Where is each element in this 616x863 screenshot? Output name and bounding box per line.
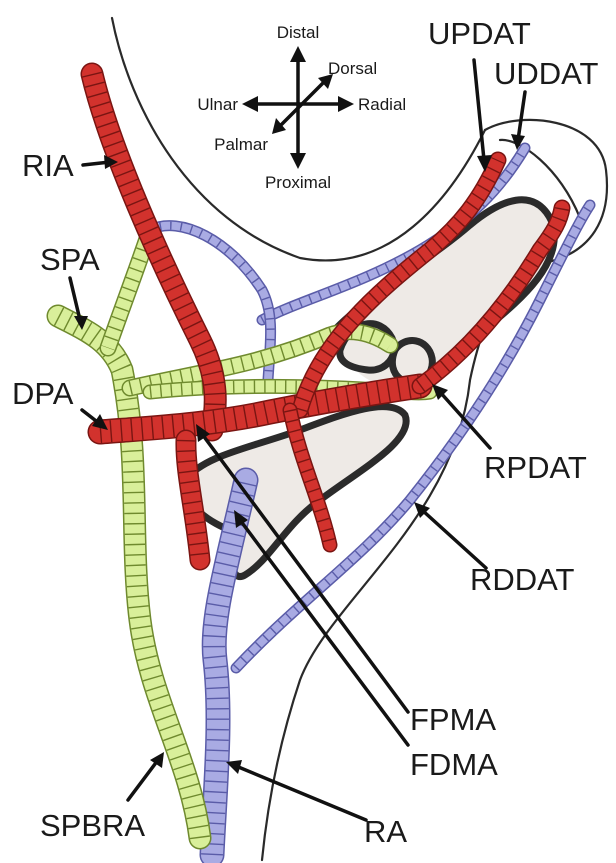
label-fpma: FPMA — [410, 702, 496, 737]
label-ria: RIA — [22, 148, 74, 183]
fdma-vessel — [186, 440, 200, 560]
compass-radial: Radial — [358, 95, 406, 114]
label-rddat: RDDAT — [470, 562, 575, 597]
label-uddat: UDDAT — [494, 56, 599, 91]
label-spbra: SPBRA — [40, 808, 145, 843]
label-rpdat: RPDAT — [484, 450, 587, 485]
proximal-arrow-head-icon — [290, 153, 306, 169]
label-ra: RA — [364, 814, 407, 849]
compass-palmar: Palmar — [214, 135, 268, 154]
compass-distal: Distal — [277, 23, 320, 42]
compass-dorsal: Dorsal — [328, 59, 377, 78]
compass-proximal: Proximal — [265, 173, 331, 192]
label-fdma: FDMA — [410, 747, 498, 782]
ra-pointer — [236, 766, 366, 820]
radial-arrow-head-icon — [338, 96, 354, 112]
uddat-pointer — [518, 92, 525, 140]
ulnar-arrow-head-icon — [242, 96, 258, 112]
spbra-pointer — [128, 760, 158, 800]
label-spa: SPA — [40, 242, 100, 277]
label-dpa: DPA — [12, 376, 74, 411]
distal-arrow-head-icon — [290, 46, 306, 62]
updat-pointer — [474, 60, 484, 160]
orientation-compass: Distal Proximal Ulnar Radial Dorsal Palm… — [197, 23, 406, 192]
label-updat: UPDAT — [428, 16, 531, 51]
compass-ulnar: Ulnar — [197, 95, 238, 114]
rddat-pointer — [422, 510, 486, 568]
